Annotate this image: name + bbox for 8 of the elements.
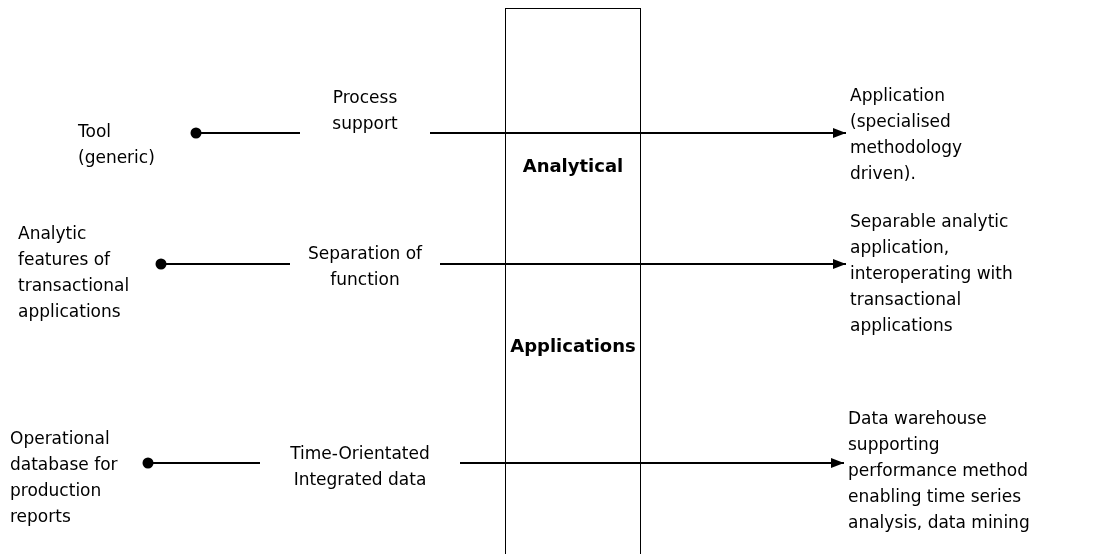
node-label: Data warehouse supporting performance method enabling time series analysis, data mining — [848, 407, 1031, 534]
band-title: Applications — [509, 334, 637, 358]
band-title: Analytical — [521, 154, 625, 178]
node-label: Operational database for production reports — [10, 427, 119, 528]
node-label: Separable analytic application, interoperating with transactional applications — [850, 210, 1014, 337]
node-label: Tool (generic) — [78, 120, 156, 169]
node-label: Analytic features of transactional applications — [18, 222, 131, 323]
node-label: Application (specialised methodology driven). — [850, 84, 964, 185]
